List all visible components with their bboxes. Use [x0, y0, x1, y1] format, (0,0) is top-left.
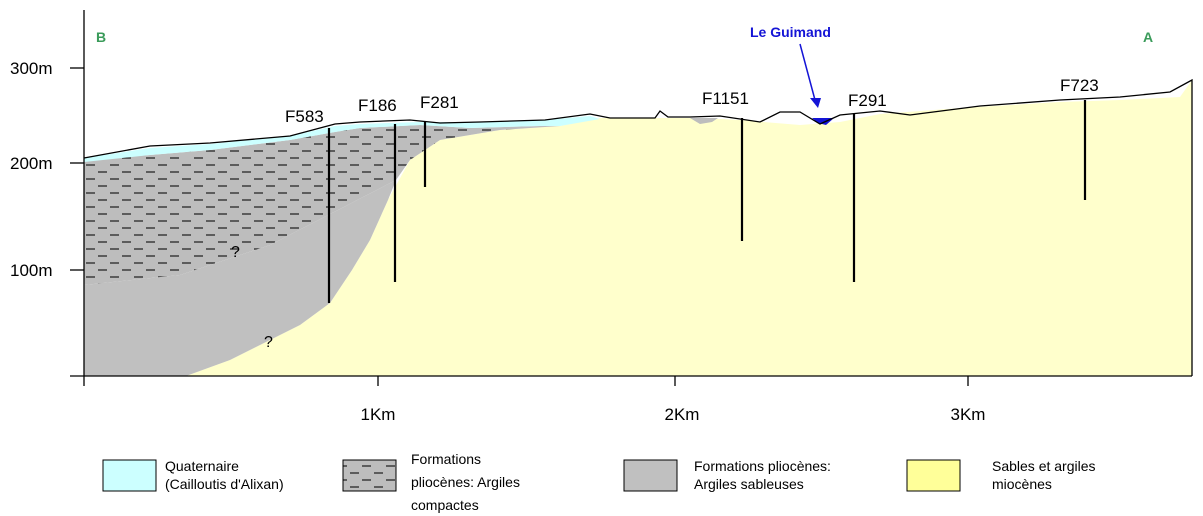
legend-swatch-pliocene-sandy	[623, 459, 678, 492]
river-arrow-line	[799, 43, 816, 101]
legend-label-quaternaire-line2: (Cailloutis d'Alixan)	[165, 476, 284, 492]
section-end-a: A	[1143, 29, 1153, 45]
legend-swatch-quaternaire	[102, 459, 157, 492]
section-end-b: B	[96, 29, 106, 45]
well-label-f186: F186	[358, 96, 397, 115]
legend-label-pliocene-sandy-line1: Formations pliocènes:	[694, 458, 831, 474]
legend-label-pliocene-compact-line3: compactes	[411, 497, 479, 513]
pliocene-sandy-layer	[84, 160, 396, 376]
x-tick-label-3km: 3Km	[951, 405, 986, 424]
legend-label-pliocene-sandy-line2: Argiles sableuses	[694, 476, 804, 492]
y-tick-label-300: 300m	[10, 59, 53, 78]
legend-label-pliocene-compact-line2: pliocènes: Argiles	[411, 474, 520, 490]
quaternaire-layer	[84, 116, 600, 162]
y-tick-label-200: 200m	[10, 154, 53, 173]
well-label-f291: F291	[848, 91, 887, 110]
well-label-f723: F723	[1060, 76, 1099, 95]
x-tick-label-2km: 2Km	[665, 405, 700, 424]
x-tick-label-1km: 1Km	[361, 405, 396, 424]
miocene-layer	[186, 80, 1192, 376]
legend-label-quaternaire-line1: Quaternaire	[165, 458, 239, 474]
uncertain-mark-lower: ?	[264, 334, 273, 351]
legend: Quaternaire (Cailloutis d'Alixan) Format…	[102, 451, 1096, 513]
legend-label-miocene-line1: Sables et argiles	[992, 458, 1096, 474]
legend-label-pliocene-compact-line1: Formations	[411, 451, 481, 467]
ground-surface-line	[83, 78, 1193, 376]
legend-swatch-pliocene-compact	[342, 459, 397, 492]
river-arrow-head	[810, 98, 821, 108]
uncertain-mark-upper: ?	[231, 244, 240, 261]
well-label-f583: F583	[285, 107, 324, 126]
legend-swatch-miocene	[906, 459, 961, 492]
y-tick-label-100: 100m	[10, 261, 53, 280]
pliocene-compact-layer	[84, 125, 560, 285]
well-label-f281: F281	[420, 93, 459, 112]
pliocene-lens	[690, 118, 718, 124]
legend-label-miocene-line2: miocènes	[992, 476, 1052, 492]
river-label: Le Guimand	[750, 24, 831, 40]
well-label-f1151: F1151	[702, 89, 749, 108]
